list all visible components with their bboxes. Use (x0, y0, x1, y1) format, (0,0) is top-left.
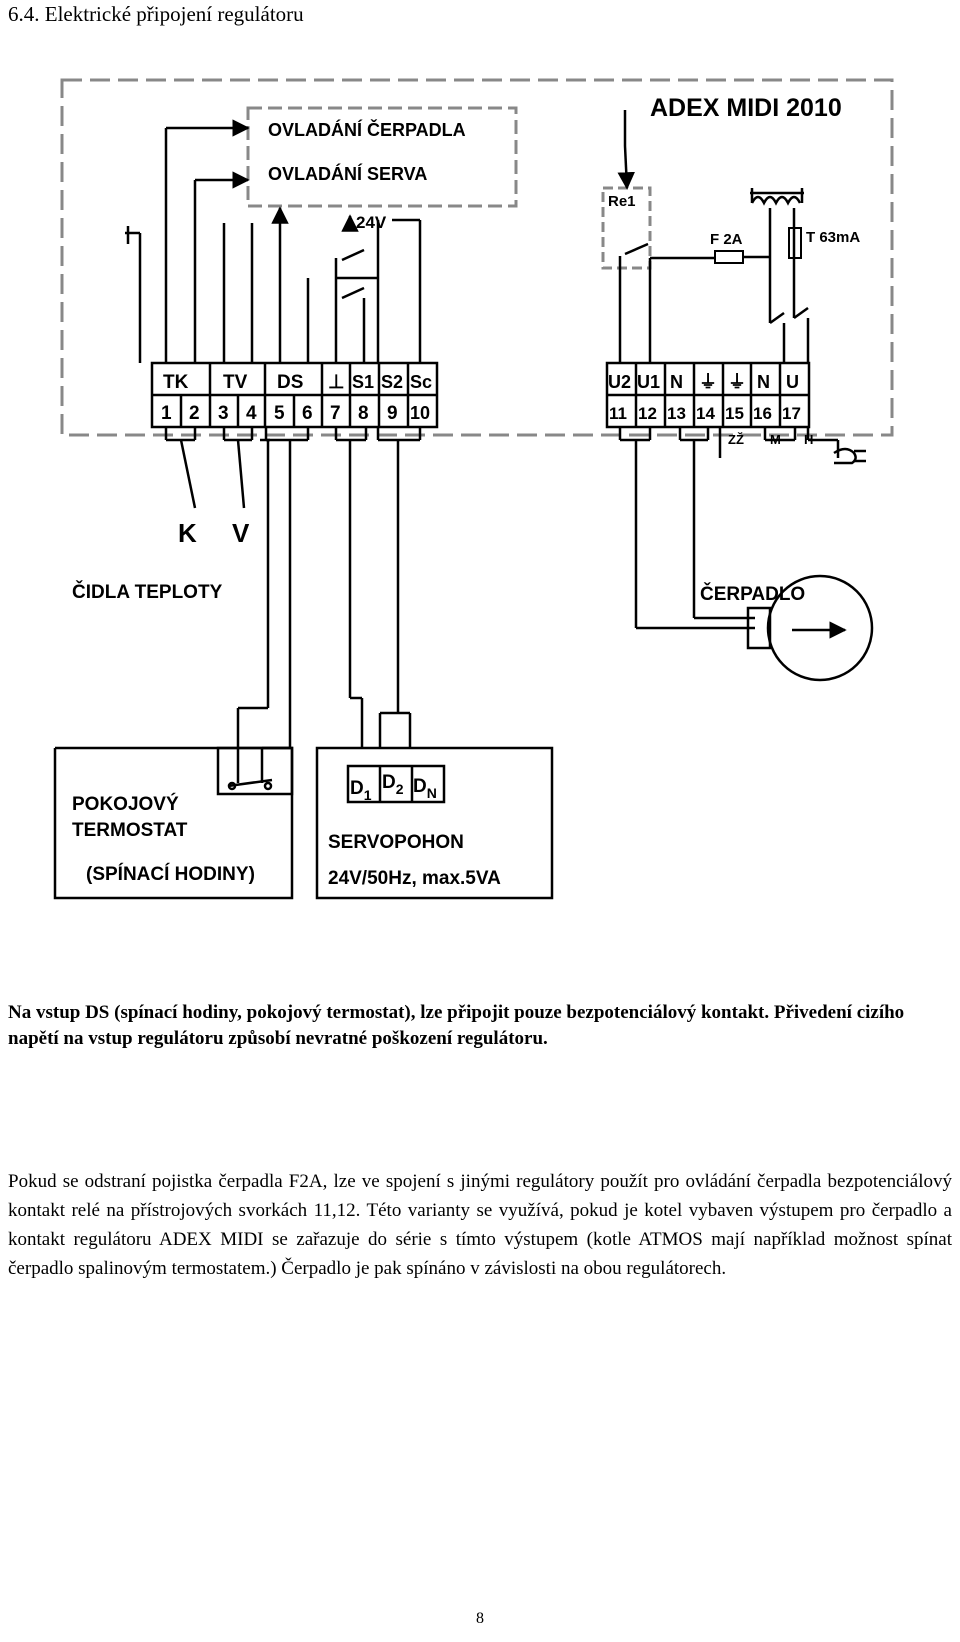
ctrl-servo-label: OVLADÁNÍ SERVA (268, 163, 427, 184)
thermostat-label: (SPÍNACÍ HODINY) (86, 863, 255, 885)
terminal-number-left: 1 (161, 403, 172, 424)
terminal-number-left: 9 (387, 403, 398, 424)
wire-color-label: M (770, 432, 781, 447)
terminal-number-right: 16 (753, 404, 772, 423)
terminal-label-right: U1 (637, 372, 660, 392)
terminal-label-left: DS (277, 372, 303, 393)
servo-terminal-label: D2 (382, 772, 404, 797)
terminal-number-left: 3 (218, 403, 229, 424)
body-paragraph: Pokud se odstraní pojistka čerpadla F2A,… (8, 1171, 952, 1279)
controller-boundary (60, 78, 894, 437)
control-box (246, 106, 518, 208)
pump-motor-circle (766, 574, 874, 682)
sensor-k-label: K (178, 518, 197, 548)
pump-label: ČERPADLO (700, 583, 805, 605)
terminal-number-left: 6 (302, 403, 313, 424)
section-heading: 6.4. Elektrické připojení regulátoru (8, 2, 304, 26)
terminal-number-right: 11 (609, 404, 627, 423)
wire-color-label: ZŽ (728, 432, 744, 447)
fuse-transformer-label: T 63mA (806, 229, 860, 246)
ctrl-pump-label: OVLADÁNÍ ČERPADLA (268, 119, 466, 140)
terminal-label-right: U (786, 372, 799, 392)
servo-label: SERVOPOHON (328, 832, 464, 853)
voltage-label: 24V (356, 213, 387, 232)
thermostat-label: TERMOSTAT (72, 820, 188, 841)
terminal-number-left: 2 (189, 403, 200, 424)
terminal-label-right: U2 (608, 372, 631, 392)
terminal-number-right: 15 (725, 404, 744, 423)
terminal-number-right: 17 (782, 404, 801, 423)
thermostat-box (53, 746, 294, 900)
relay-label: Re1 (608, 193, 636, 210)
servo-label: 24V/50Hz, max.5VA (328, 868, 501, 889)
device-name: ADEX MIDI 2010 (650, 94, 842, 122)
terminal-number-left: 8 (358, 403, 369, 424)
terminal-number-right: 13 (667, 404, 686, 423)
warning-paragraph: Na vstup DS (spínací hodiny, pokojový te… (8, 1002, 905, 1049)
terminal-label-right: N (757, 372, 770, 392)
page-number: 8 (476, 1610, 484, 1627)
terminal-number-left: 10 (410, 403, 430, 423)
servo-terminal-label: DN (413, 776, 437, 801)
terminal-label-right: ⏚ (699, 372, 717, 392)
terminal-label-left: TV (223, 372, 248, 393)
fuse-pump-label: F 2A (710, 231, 743, 248)
terminal-label-left: Sc (410, 372, 432, 392)
sensor-v-label: V (232, 518, 250, 548)
terminal-label-left: S1 (352, 372, 374, 392)
terminal-number-left: 4 (246, 403, 257, 424)
terminal-number-right: 12 (638, 404, 657, 423)
servo-box (315, 746, 554, 900)
terminal-label-left: ⊥ (328, 372, 345, 393)
terminal-label-right: ⏚ (728, 372, 746, 392)
thermostat-label: POKOJOVÝ (72, 793, 179, 815)
terminal-number-left: 5 (274, 403, 285, 424)
sensors-label: ČIDLA TEPLOTY (72, 581, 223, 603)
terminal-label-left: TK (163, 372, 189, 393)
wire-color-label: H (804, 432, 813, 447)
wiring-diagram: ADEX MIDI 2010 OVLADÁNÍ ČERPADLA OVLADÁN… (53, 78, 894, 900)
servo-terminal-label: D1 (350, 778, 372, 803)
terminal-number-right: 14 (696, 404, 715, 423)
terminal-label-right: N (670, 372, 683, 392)
terminal-number-left: 7 (330, 403, 341, 424)
terminal-label-left: S2 (381, 372, 403, 392)
